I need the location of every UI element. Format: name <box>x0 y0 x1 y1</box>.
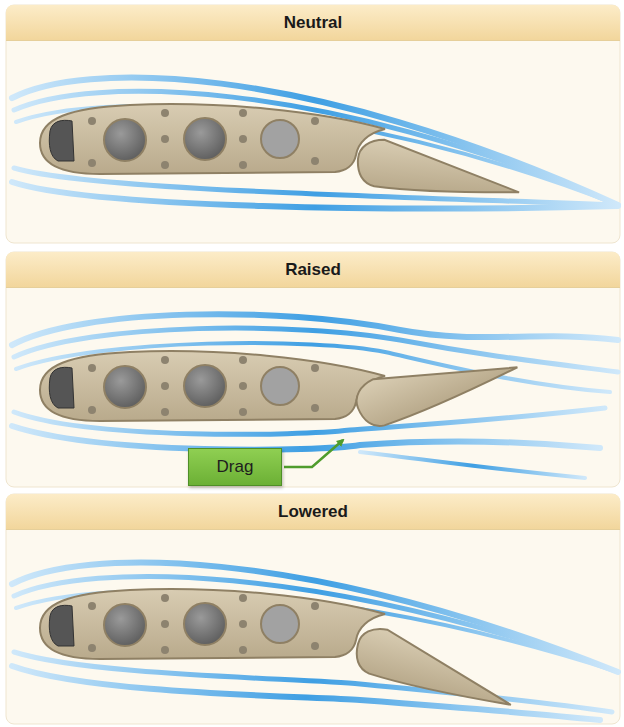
view-panel: RaisedDrag <box>6 252 620 487</box>
view-panel: Lowered <box>6 494 620 724</box>
panel-heading: Neutral <box>6 5 620 41</box>
leader-line <box>284 440 343 467</box>
callout-label: Drag <box>217 457 254 477</box>
view-panel: Neutral <box>6 5 620 243</box>
panel-heading: Lowered <box>6 494 620 530</box>
panel-heading: Raised <box>6 252 620 288</box>
callout-box: Drag <box>188 448 282 486</box>
